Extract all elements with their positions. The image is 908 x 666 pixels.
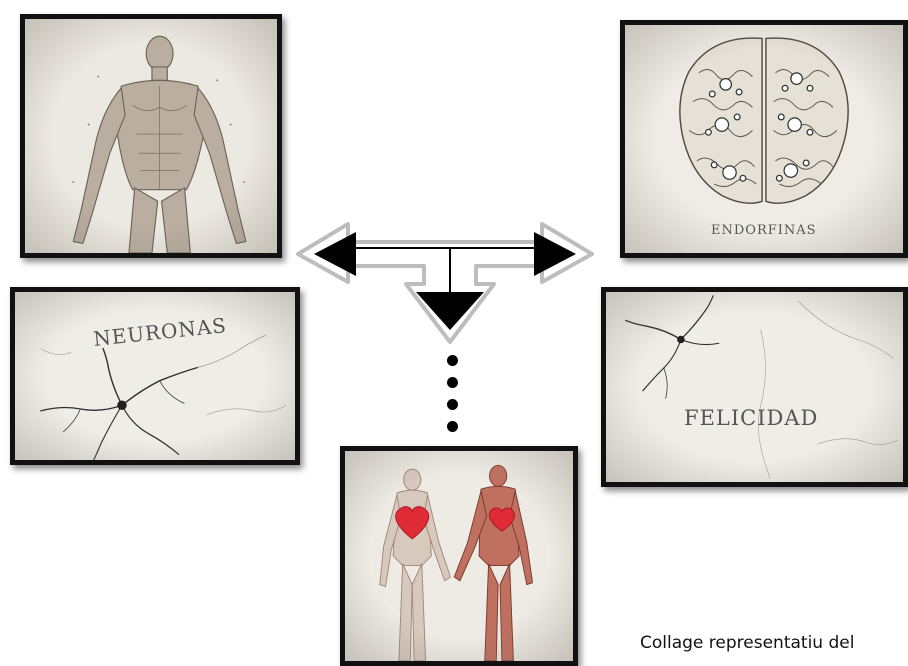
connector-dot: [447, 377, 458, 388]
neurons-panel: NEURONAS: [10, 287, 300, 465]
anatomy-illustration: [25, 19, 277, 253]
connector-dot: [447, 399, 458, 410]
brain-panel: ENDORFINAS: [620, 20, 908, 258]
connector-arrows: [290, 212, 600, 352]
couple-illustration: [345, 451, 573, 661]
endorfinas-label: ENDORFINAS: [711, 223, 817, 238]
felicidad-label: FELICIDAD: [684, 406, 818, 430]
felicidad-panel: FELICIDAD: [601, 287, 908, 487]
connector-dot: [447, 421, 458, 432]
brain-illustration: [625, 25, 903, 253]
collage-caption: Collage representatiu del: [640, 633, 908, 653]
couple-panel: [340, 446, 578, 666]
felicidad-illustration: [606, 292, 903, 482]
connector-dot: [447, 355, 458, 366]
anatomy-panel: [20, 14, 282, 258]
neurons-illustration: [15, 292, 295, 460]
